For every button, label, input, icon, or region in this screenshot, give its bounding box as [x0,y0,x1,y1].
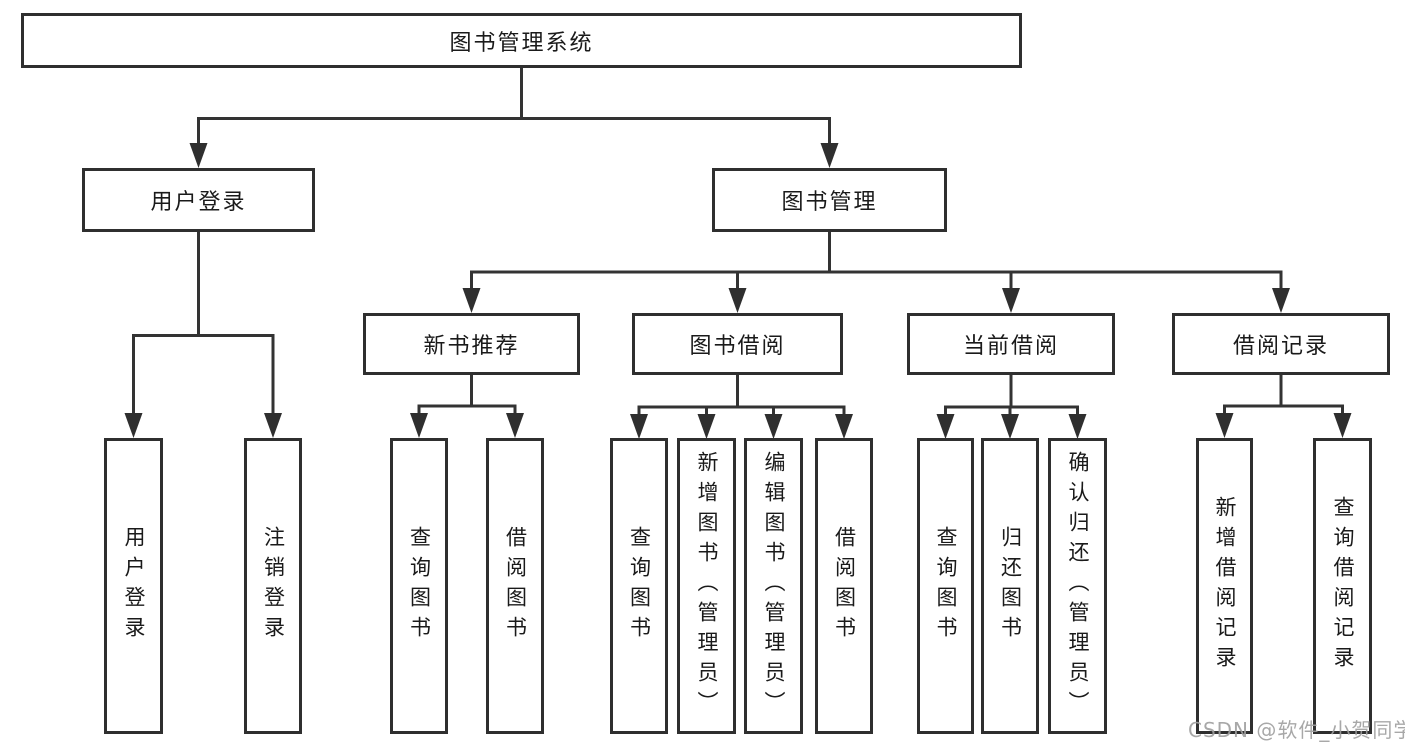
node-book-management: 图书管理 [712,168,947,232]
leaf-current-confirm-admin: 确认归还（管理员） [1048,438,1107,734]
node-system-root: 图书管理系统 [21,13,1022,68]
leaf-current-return: 归还图书 [981,438,1039,734]
leaf-newbook-query: 查询图书 [390,438,448,734]
node-user-login: 用户登录 [82,168,315,232]
leaf-records-query: 查询借阅记录 [1313,438,1372,734]
node-borrow-records: 借阅记录 [1172,313,1390,375]
leaf-records-add: 新增借阅记录 [1196,438,1253,734]
leaf-borrow-borrow: 借阅图书 [815,438,873,734]
leaf-borrow-add-admin: 新增图书（管理员） [677,438,736,734]
leaf-logout-login: 注销登录 [244,438,302,734]
leaf-borrow-edit-admin: 编辑图书（管理员） [744,438,803,734]
leaf-borrow-query: 查询图书 [610,438,668,734]
node-book-borrow: 图书借阅 [632,313,843,375]
connector-arrows [124,143,1352,439]
leaf-newbook-borrow: 借阅图书 [486,438,544,734]
node-current-borrow: 当前借阅 [907,313,1115,375]
node-new-book-recommend: 新书推荐 [363,313,580,375]
leaf-current-query: 查询图书 [917,438,974,734]
leaf-user-login: 用户登录 [104,438,163,734]
